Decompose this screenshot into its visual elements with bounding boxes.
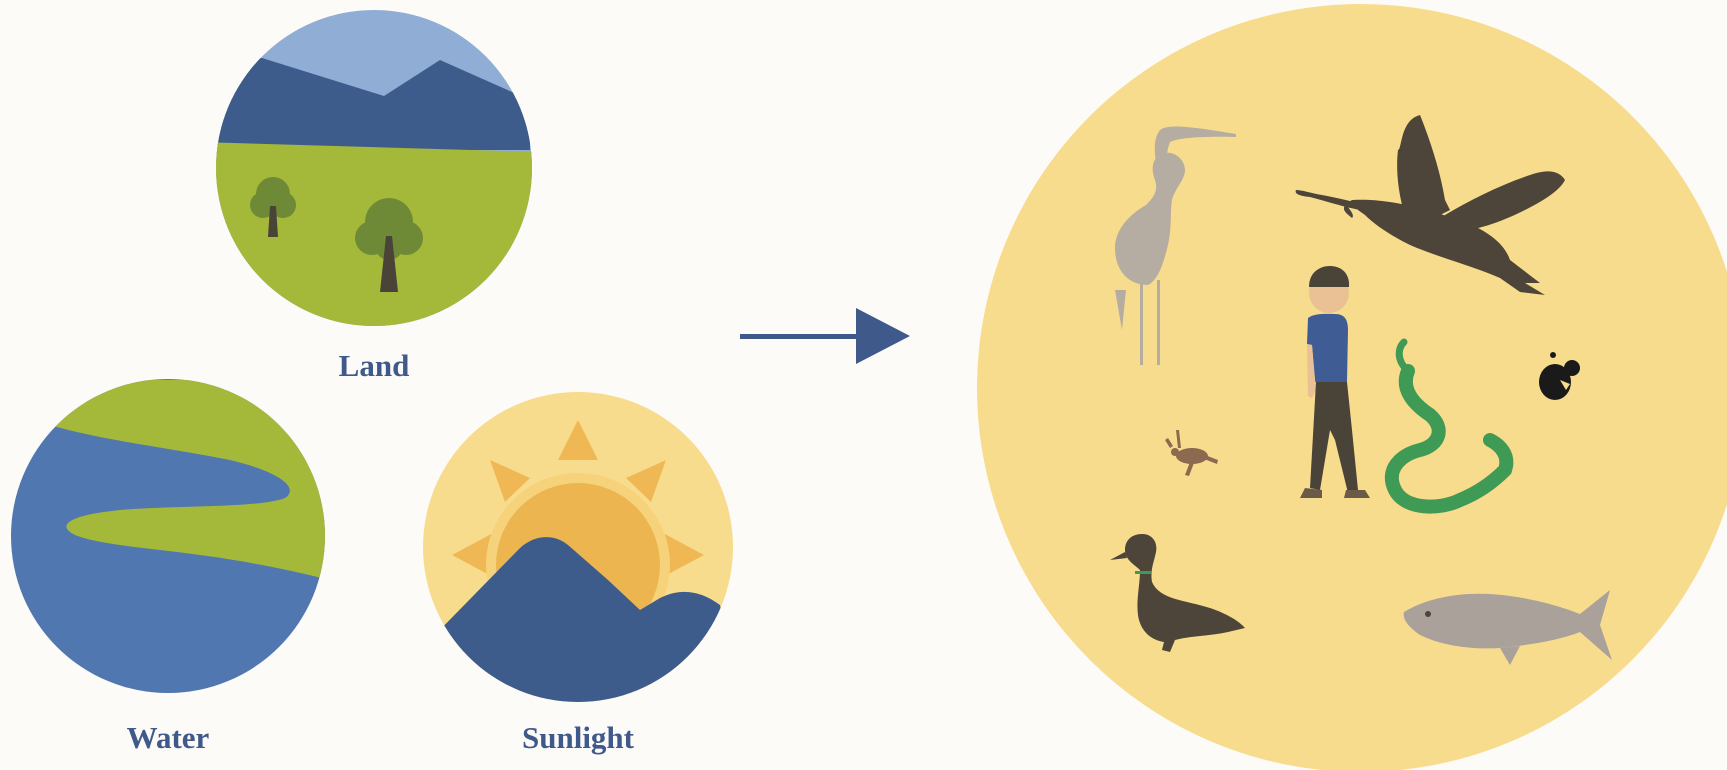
habitat-circle — [977, 4, 1727, 770]
land-circle: Land — [200, 0, 550, 383]
sunlight-label: Sunlight — [522, 720, 635, 755]
water-label: Water — [127, 720, 210, 755]
sunset-mountain-icon — [420, 390, 740, 710]
river-icon — [0, 370, 340, 710]
arrow-right-icon — [740, 308, 910, 364]
land-label: Land — [339, 348, 410, 383]
water-circle: Water — [0, 370, 340, 755]
mountain-landscape-icon — [200, 0, 550, 340]
sunlight-circle: Sunlight — [420, 390, 740, 755]
